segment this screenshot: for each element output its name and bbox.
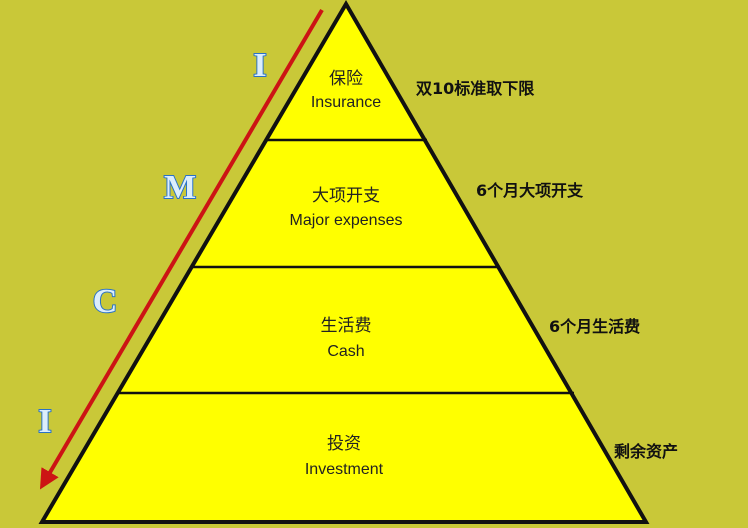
tier-cash-title-zh: 生活费 <box>321 316 372 336</box>
tier-investment-title-en: Investment <box>305 461 384 478</box>
tier-insurance-note: 双10标准取下限 <box>416 79 535 98</box>
tier-major-expenses-title-en: Major expenses <box>290 212 403 229</box>
tier-cash-note: 6个月生活费 <box>549 317 640 336</box>
tier-investment-title-zh: 投资 <box>327 434 361 454</box>
acronym-letter-c-cash: C <box>93 283 118 320</box>
tier-insurance-title-en: Insurance <box>311 94 381 111</box>
tier-major-expenses-note: 6个月大项开支 <box>476 181 584 200</box>
acronym-letter-i-investment: I <box>38 403 51 440</box>
tier-cash-title-en: Cash <box>327 343 364 360</box>
tier-major-expenses-title-zh: 大项开支 <box>312 186 380 206</box>
acronym-letter-i-insurance: I <box>253 47 266 84</box>
tier-investment-note: 剩余资产 <box>614 442 678 461</box>
tier-insurance-title-zh: 保险 <box>329 69 363 89</box>
acronym-letter-m-major: M <box>164 169 196 206</box>
arrow-down-left-icon <box>39 8 324 490</box>
